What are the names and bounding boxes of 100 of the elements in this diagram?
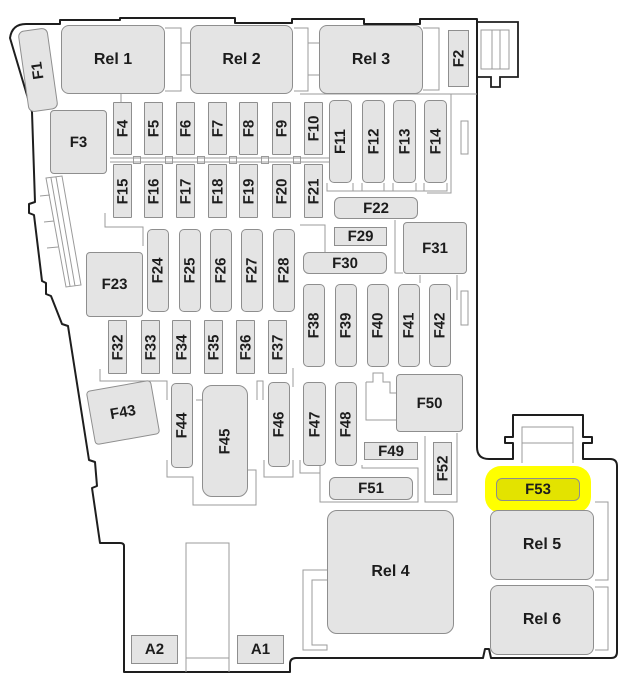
fuse-slot (334, 227, 387, 246)
fuse-slot (303, 382, 326, 466)
fuse-slot (204, 320, 223, 374)
slot-label: F35 (206, 334, 221, 360)
slot-label: Rel 2 (222, 52, 261, 68)
slot-label: F46 (272, 412, 286, 438)
fuse-slot (17, 27, 59, 113)
fuse-slot (424, 100, 447, 183)
relay-slot (327, 510, 454, 634)
fuse-slot (398, 284, 420, 367)
fuse-slot (147, 229, 169, 312)
fuse-slot (208, 164, 227, 218)
slot-label: F38 (306, 312, 322, 338)
fuse-slot (304, 102, 323, 155)
fuse-slot (304, 164, 323, 218)
slot-label: F19 (241, 178, 256, 204)
terminal-slot (131, 635, 178, 664)
slot-label: F6 (178, 120, 193, 138)
fuse-slot (144, 164, 163, 218)
slot-label: F3 (70, 134, 88, 150)
fuse-slot (113, 102, 132, 155)
terminal-slot (237, 635, 284, 664)
fuse-slot (272, 164, 291, 218)
fuse-slot (239, 164, 258, 218)
slot-label: F18 (210, 178, 225, 204)
slot-label: F27 (244, 258, 260, 284)
slot-label: F2 (451, 50, 466, 68)
slot-label: F22 (363, 200, 389, 216)
slot-label: F8 (241, 120, 256, 138)
fuse-slot (433, 442, 452, 495)
fuse-slot (335, 382, 357, 466)
slot-label: F31 (422, 240, 448, 256)
slot-label: F50 (416, 396, 442, 410)
slot-label: Rel 3 (352, 52, 390, 68)
slot-label: F10 (306, 116, 321, 142)
relay-slot (490, 585, 594, 655)
fuse-slot (367, 284, 389, 367)
slot-label: F48 (338, 411, 354, 437)
fuse-slot (272, 102, 291, 155)
slot-label: F53 (525, 482, 551, 497)
fuse-slot (429, 284, 451, 367)
slot-label: Rel 1 (94, 52, 132, 68)
slot-label: A2 (144, 642, 164, 657)
slot-label: F16 (146, 178, 161, 204)
relay-slot (190, 25, 293, 94)
fuse-slot (496, 478, 580, 501)
slot-label: F17 (178, 178, 193, 204)
slot-label: F45 (218, 428, 232, 454)
slot-label: Rel 5 (522, 537, 562, 553)
fuse-slot (179, 229, 201, 312)
fuse-slot (108, 320, 127, 374)
slot-label: F40 (370, 312, 386, 338)
fuse-slot (172, 320, 191, 374)
fuse-slot (273, 229, 295, 312)
relay-slot (319, 25, 423, 94)
fuse-slot (403, 222, 467, 274)
fuse-slot (239, 102, 258, 155)
slot-label: F37 (270, 334, 285, 360)
fuse-slot (303, 252, 387, 274)
slot-label: F39 (338, 312, 354, 338)
fuse-slot (208, 102, 227, 155)
fuse-slot (86, 252, 143, 317)
slot-label: F13 (397, 128, 412, 154)
fuse-slot (171, 383, 193, 468)
fuse-slot (335, 284, 357, 367)
slot-label: F11 (333, 128, 348, 154)
fuse-slot (236, 320, 255, 374)
slot-label: F5 (146, 120, 161, 138)
slot-label: Rel 6 (522, 612, 562, 628)
fuse-slot (362, 100, 385, 183)
slot-label: F4 (115, 120, 130, 138)
slot-label: F29 (348, 229, 374, 244)
slot-label: F32 (110, 334, 125, 360)
fuse-slot (303, 284, 325, 367)
slot-label: F1 (29, 60, 47, 80)
slot-label: F24 (150, 258, 166, 284)
slot-label: F7 (210, 120, 225, 138)
slot-label: F44 (174, 412, 190, 438)
fuse-slot (176, 164, 195, 218)
slot-label: F20 (274, 178, 289, 204)
slot-label: F49 (378, 444, 404, 458)
fuse-slot (268, 320, 287, 374)
relay-slot (490, 510, 594, 580)
slot-label: F9 (274, 120, 289, 138)
slot-label: F47 (307, 411, 322, 437)
fuse-slot (50, 110, 107, 174)
slot-label: F30 (332, 256, 358, 270)
fuse-slot (268, 382, 290, 467)
slot-label: F25 (182, 258, 198, 284)
fuse-slot (329, 100, 352, 183)
fuse-slot (241, 229, 263, 312)
slot-label: A1 (250, 642, 270, 657)
fuse-slot (334, 197, 418, 219)
slot-label: F43 (108, 402, 138, 422)
slot-label: F33 (143, 334, 158, 360)
relay-slot (61, 25, 165, 94)
fuse-slot (144, 102, 163, 155)
fuse-slot (364, 442, 418, 460)
fuse-slot (393, 100, 416, 183)
fuse-slot (202, 385, 248, 497)
